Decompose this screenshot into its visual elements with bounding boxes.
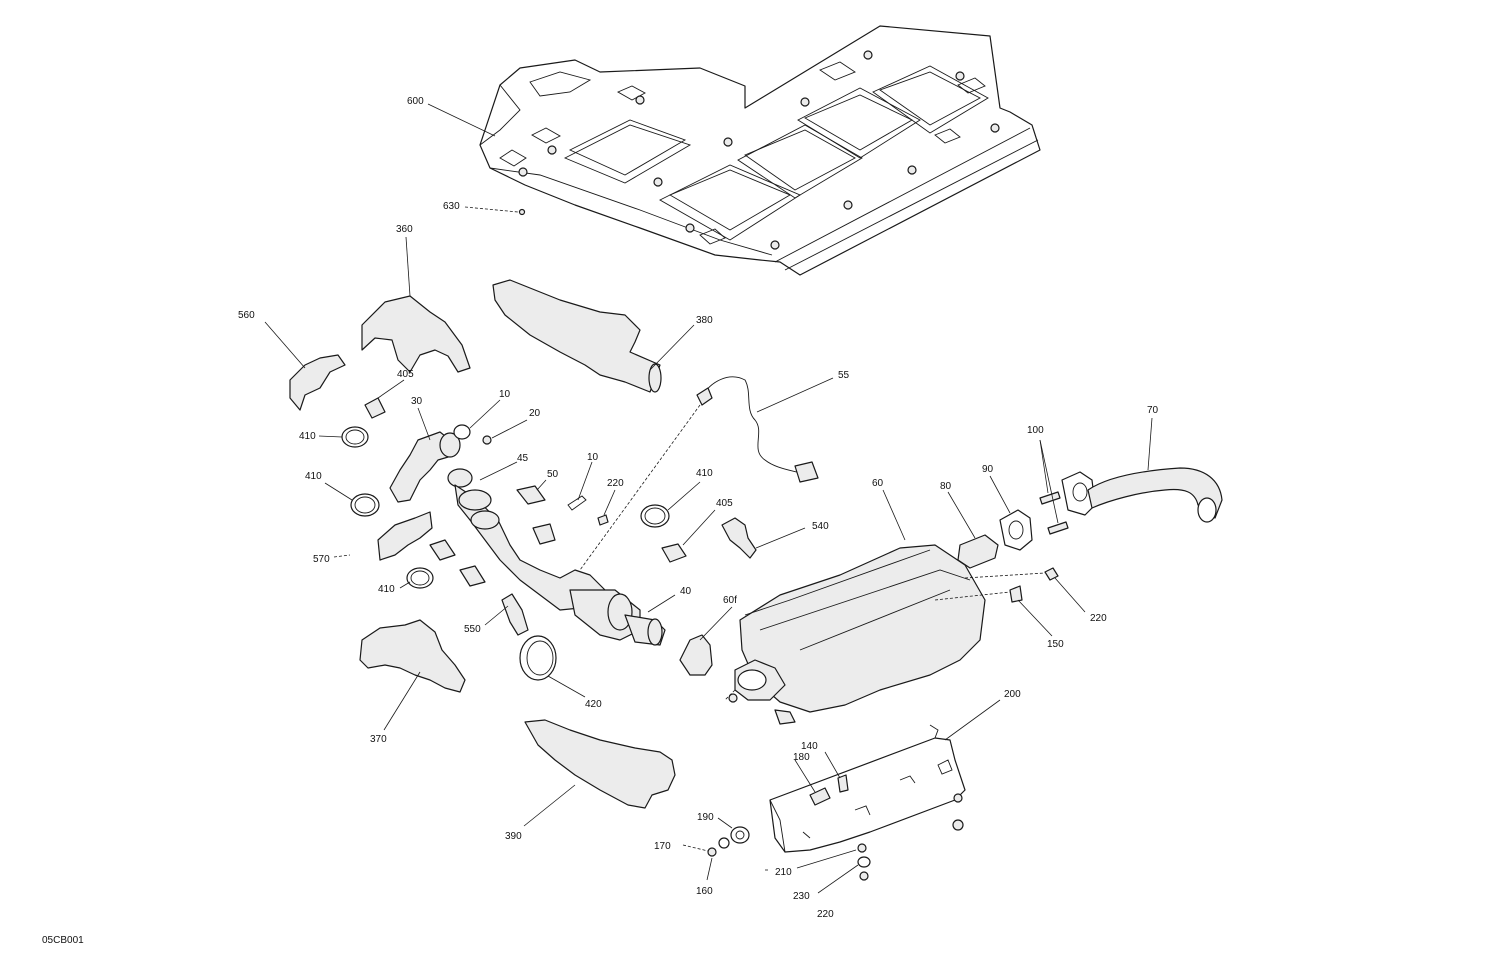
- heat-shield-550: [501, 593, 529, 636]
- heat-shield-570: [377, 511, 433, 561]
- callout-60f: 60f: [723, 595, 737, 606]
- nut-220-bottom: [859, 871, 869, 881]
- callout-210: 210: [775, 867, 792, 878]
- callout-220-c: 220: [817, 909, 834, 920]
- nut-20: [482, 435, 492, 445]
- callout-230: 230: [793, 891, 810, 902]
- callout-405-b: 405: [716, 498, 733, 509]
- callout-390: 390: [505, 831, 522, 842]
- callout-45: 45: [517, 453, 529, 464]
- sleeve-405-b: [661, 543, 687, 563]
- leader-lines: [264, 103, 1153, 894]
- spring-50: [429, 485, 556, 587]
- washer-230: [857, 856, 871, 868]
- callout-410-b: 410: [696, 468, 713, 479]
- muffler-60: [728, 544, 986, 725]
- callout-410-d: 410: [378, 584, 395, 595]
- nut-220: [597, 514, 609, 526]
- clamp-410-c: [406, 567, 434, 589]
- callout-140: 140: [801, 741, 818, 752]
- callout-labels: 600 630 360 380 560 405 30 10 20 410 45 …: [238, 96, 1159, 920]
- sleeve-405-a: [364, 397, 386, 419]
- callout-160: 160: [696, 886, 713, 897]
- gasket-80: [957, 534, 999, 569]
- callout-540: 540: [812, 521, 829, 532]
- heat-shield-360: [361, 295, 471, 373]
- gasket-10: [453, 424, 471, 440]
- flange-90: [999, 509, 1033, 551]
- callout-570: 570: [313, 554, 330, 565]
- callout-360: 360: [396, 224, 413, 235]
- oxygen-sensor-55: [579, 376, 819, 571]
- callout-220-a: 220: [607, 478, 624, 489]
- bolt-150: [1009, 585, 1023, 603]
- callout-410-c: 410: [305, 471, 322, 482]
- callout-560: 560: [238, 310, 255, 321]
- bolt-100-b: [1047, 521, 1069, 535]
- stud-10: [567, 495, 587, 511]
- small-rivet: [518, 208, 526, 216]
- bolt-100-a: [1039, 491, 1061, 505]
- bolt-210: [857, 843, 867, 853]
- callout-30: 30: [411, 396, 423, 407]
- callout-405-a: 405: [397, 369, 414, 380]
- callout-420: 420: [585, 699, 602, 710]
- callout-80: 80: [940, 481, 952, 492]
- callout-55: 55: [838, 370, 850, 381]
- nut-right-bracket: [952, 819, 964, 831]
- bracket-60f: [679, 634, 713, 676]
- callout-170: 170: [654, 841, 671, 852]
- heat-shield-390: [524, 719, 676, 809]
- grommet-190: [730, 826, 750, 844]
- callout-60: 60: [872, 478, 884, 489]
- callout-630: 630: [443, 201, 460, 212]
- clamp-410-d: [640, 504, 670, 528]
- heat-shield-560: [289, 354, 346, 411]
- heat-shield-540: [721, 517, 757, 559]
- bolt-right-bracket: [953, 793, 963, 803]
- bushing-180: [809, 787, 831, 806]
- callout-10-b: 10: [587, 452, 599, 463]
- clamp-420: [519, 635, 557, 681]
- nut-160: [707, 847, 717, 857]
- muffler-bracket-200: [769, 724, 966, 853]
- callout-190: 190: [697, 812, 714, 823]
- callout-150: 150: [1047, 639, 1064, 650]
- skid-plate: [479, 25, 1041, 276]
- callout-10-a: 10: [499, 389, 511, 400]
- callout-410-a: 410: [299, 431, 316, 442]
- front-exhaust-pipe: [389, 431, 666, 646]
- callout-550: 550: [464, 624, 481, 635]
- washer-170: [718, 837, 730, 849]
- callout-380: 380: [696, 315, 713, 326]
- callout-600: 600: [407, 96, 424, 107]
- callout-50: 50: [547, 469, 559, 480]
- clamp-410-b: [350, 493, 380, 517]
- callout-70: 70: [1147, 405, 1159, 416]
- callout-20: 20: [529, 408, 541, 419]
- diagram-code: 05CB001: [42, 935, 84, 946]
- callout-100: 100: [1027, 425, 1044, 436]
- callout-40: 40: [680, 586, 692, 597]
- callout-90: 90: [982, 464, 994, 475]
- callout-180: 180: [793, 752, 810, 763]
- callout-200: 200: [1004, 689, 1021, 700]
- heat-shield-370: [359, 619, 466, 693]
- nut-220-right: [1044, 567, 1059, 581]
- clamp-410-a: [341, 426, 369, 448]
- callout-370: 370: [370, 734, 387, 745]
- tail-pipe-70: [1061, 467, 1223, 523]
- pin-140: [837, 774, 849, 793]
- callout-220-b: 220: [1090, 613, 1107, 624]
- heat-shield-380: [492, 279, 662, 393]
